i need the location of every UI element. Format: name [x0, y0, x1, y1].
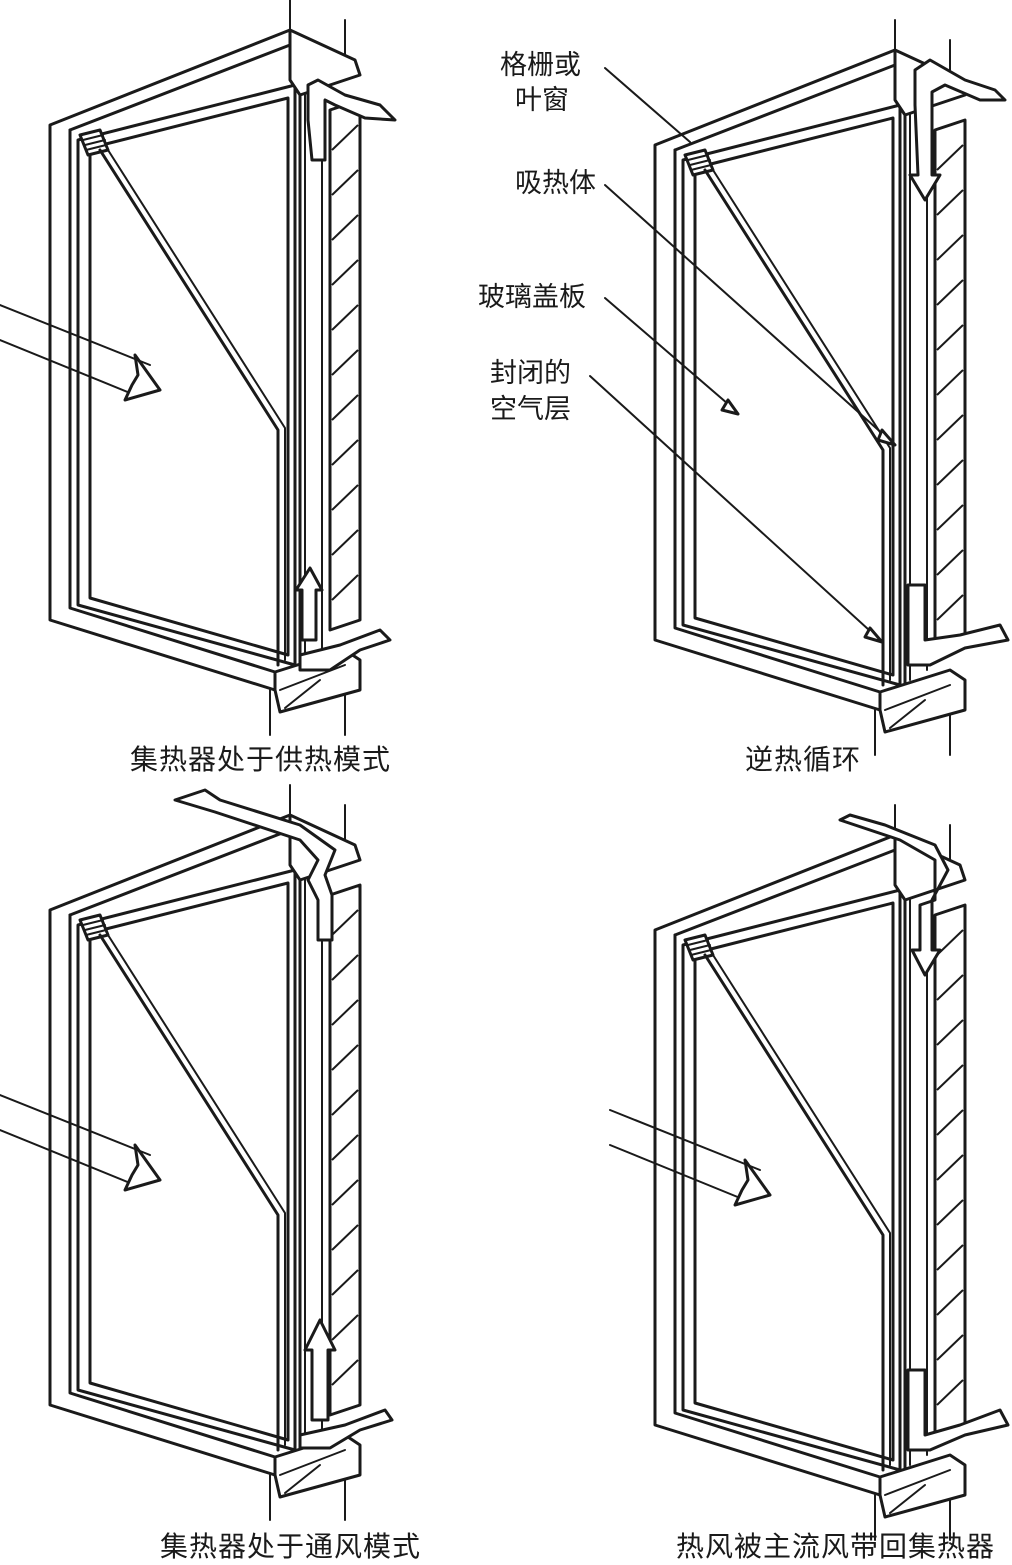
caption-reverse: 逆热循环: [745, 738, 861, 778]
panel-reverse: [590, 20, 1008, 755]
panel-heating: [0, 0, 395, 735]
caption-return: 热风被主流风带回集热器: [676, 1525, 995, 1565]
label-glass: 玻璃盖板: [478, 282, 586, 314]
panel-return: [610, 805, 1008, 1540]
label-air-line1: 封闭的: [490, 358, 571, 390]
panel-ventilation: [0, 785, 392, 1520]
caption-ventilation: 集热器处于通风模式: [160, 1525, 421, 1565]
label-grille-line1: 格栅或: [500, 50, 581, 82]
label-air-line2: 空气层: [490, 394, 571, 426]
label-grille-line2: 叶窗: [515, 85, 569, 117]
label-absorber: 吸热体: [515, 168, 596, 200]
caption-heating: 集热器处于供热模式: [130, 738, 391, 778]
